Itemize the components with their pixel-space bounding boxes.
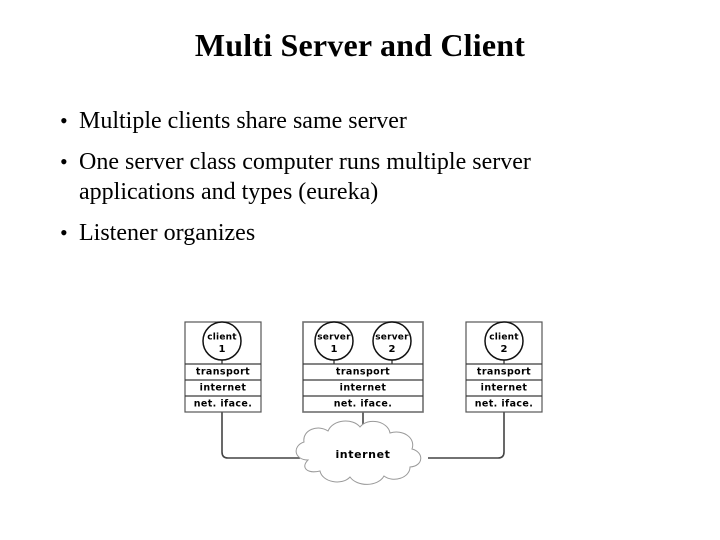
client-2-host: client 2 transport internet net. iface. (465, 321, 543, 413)
bullet-icon: • (60, 149, 68, 174)
client-2-layer-internet: internet (481, 383, 528, 394)
server-1-app-name: server (317, 333, 351, 343)
client-1-layer-internet: internet (200, 383, 247, 394)
cloud-label: internet (335, 448, 390, 461)
client-1-host: client 1 transport internet net. iface. (184, 321, 262, 413)
bullet-text: Multiple clients share same server (79, 108, 407, 134)
client-2-app-number: 2 (501, 344, 508, 355)
server-2-app-circle (372, 321, 412, 361)
client-1-app-circle (202, 321, 242, 361)
bullet-list: • Multiple clients share same server • O… (52, 106, 652, 259)
link-client2-to-internet (428, 412, 505, 459)
bullet-text: One server class computer runs multiple … (79, 149, 531, 205)
bullet-text: Listener organizes (79, 220, 256, 246)
client-2-app-circle (484, 321, 524, 361)
cloud-shape (295, 420, 422, 485)
client-1-app-number: 1 (219, 344, 226, 355)
link-client1-to-internet (221, 412, 300, 459)
bullet-icon: • (60, 220, 68, 245)
list-item: • One server class computer runs multipl… (52, 147, 652, 207)
internet-cloud: internet (295, 420, 422, 485)
server-2-app-number: 2 (389, 344, 396, 355)
page-title: Multi Server and Client (194, 27, 526, 63)
server-host-layer-transport: transport (336, 367, 390, 378)
server-host-layer-net-iface: net. iface. (334, 399, 393, 410)
client-2-app-name: client (489, 333, 519, 343)
client-1-layer-net-iface: net. iface. (194, 399, 253, 410)
server-host: server 1 server 2 transport internet net… (302, 321, 424, 413)
client-2-layer-net-iface: net. iface. (475, 399, 534, 410)
server-host-layer-internet: internet (340, 383, 387, 394)
list-item: • Listener organizes (52, 218, 652, 248)
server-1-app-circle (314, 321, 354, 361)
client-2-layer-transport: transport (477, 367, 531, 378)
bullet-icon: • (60, 108, 68, 133)
client-1-app-name: client (207, 333, 237, 343)
server-1-app-number: 1 (331, 344, 338, 355)
list-item: • Multiple clients share same server (52, 106, 652, 136)
server-2-app-name: server (375, 333, 409, 343)
client-1-layer-transport: transport (196, 367, 250, 378)
network-diagram: internet client 1 transport internet net… (0, 300, 720, 500)
